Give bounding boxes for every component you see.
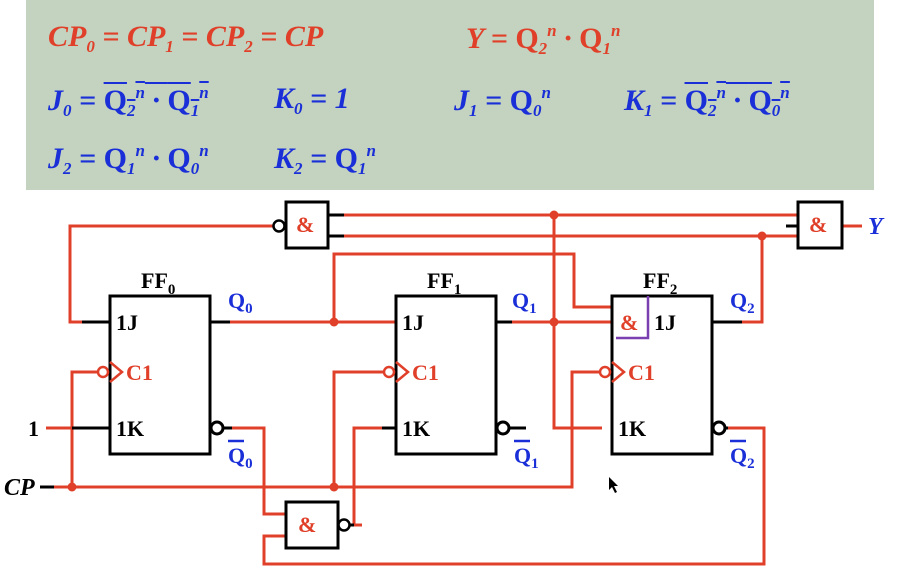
j1-equation: J1 = Q0n bbox=[454, 83, 551, 120]
j0-equation: J0 = Q2n · Q1n bbox=[48, 83, 209, 120]
q1-label: Q1 bbox=[512, 288, 537, 317]
equation-panel: CP0 = CP1 = CP2 = CP Y = Q2n · Q1n J0 = … bbox=[26, 0, 874, 190]
nand-bottom-symbol: & bbox=[298, 512, 316, 537]
ff1-k-label: 1K bbox=[402, 416, 430, 441]
ff0-k-label: 1K bbox=[116, 416, 144, 441]
ff1-c-label: C1 bbox=[412, 360, 439, 385]
ff0-label: FF0 bbox=[141, 268, 175, 298]
ff2-k-label: 1K bbox=[618, 416, 646, 441]
nand-gate-bottom: & bbox=[284, 500, 354, 550]
flipflop-0: FF0 1J C1 1K Q0 Q0 bbox=[96, 268, 253, 472]
input-one-label: 1 bbox=[28, 416, 39, 441]
flipflop-2: FF2 & 1J C1 1K Q2 Q2 bbox=[598, 268, 755, 472]
nand-top-symbol: & bbox=[296, 212, 314, 237]
and-gate-output: & bbox=[796, 200, 844, 250]
k1-equation: K1 = Q2n · Q0n bbox=[624, 83, 790, 120]
cp-to-ff0 bbox=[70, 370, 100, 487]
ff2-c-label: C1 bbox=[628, 360, 655, 385]
ff2-and-symbol: & bbox=[620, 310, 638, 335]
q0bar-label: Q0 bbox=[228, 443, 253, 472]
input-cp-label: CP bbox=[4, 475, 35, 501]
q0bar-to-nand bbox=[232, 426, 286, 516]
ff0-j-label: 1J bbox=[116, 310, 138, 335]
q1bar-label: Q1 bbox=[514, 443, 539, 472]
ff1-label: FF1 bbox=[427, 268, 461, 298]
nand-top-to-j0 bbox=[68, 224, 276, 324]
q2-label: Q2 bbox=[730, 288, 755, 317]
clock-equation: CP0 = CP1 = CP2 = CP bbox=[48, 20, 324, 56]
q2bar-label: Q2 bbox=[730, 443, 755, 472]
ff0-c-label: C1 bbox=[126, 360, 153, 385]
q0-label: Q0 bbox=[228, 288, 253, 317]
component-leads bbox=[72, 224, 798, 430]
k2-equation: K2 = Q1n bbox=[274, 141, 376, 178]
k0-equation: K0 = 1 bbox=[274, 82, 350, 118]
ff1-j-label: 1J bbox=[402, 310, 424, 335]
q2-net bbox=[742, 234, 798, 324]
mouse-cursor-icon bbox=[609, 477, 618, 493]
q0-to-and2 bbox=[332, 252, 616, 322]
ff2-and-box bbox=[616, 296, 650, 340]
wires bbox=[46, 213, 862, 566]
junctions bbox=[67, 210, 767, 492]
output-y-label: Y bbox=[868, 214, 885, 240]
q1-to-k2 bbox=[552, 322, 602, 430]
output-equation: Y = Q2n · Q1n bbox=[466, 21, 621, 58]
nand-gate-top: & bbox=[272, 200, 344, 250]
flipflop-1: FF1 1J C1 1K Q1 Q1 bbox=[382, 268, 539, 472]
ff2-label: FF2 bbox=[643, 268, 677, 298]
j2-equation: J2 = Q1n · Q0n bbox=[48, 141, 209, 178]
ff2-j-label: 1J bbox=[654, 310, 676, 335]
nand-bottom-to-k1 bbox=[352, 426, 382, 527]
and-output-symbol: & bbox=[809, 212, 827, 237]
cp-to-ff1 bbox=[332, 370, 385, 487]
q2bar-to-nand bbox=[262, 426, 766, 566]
